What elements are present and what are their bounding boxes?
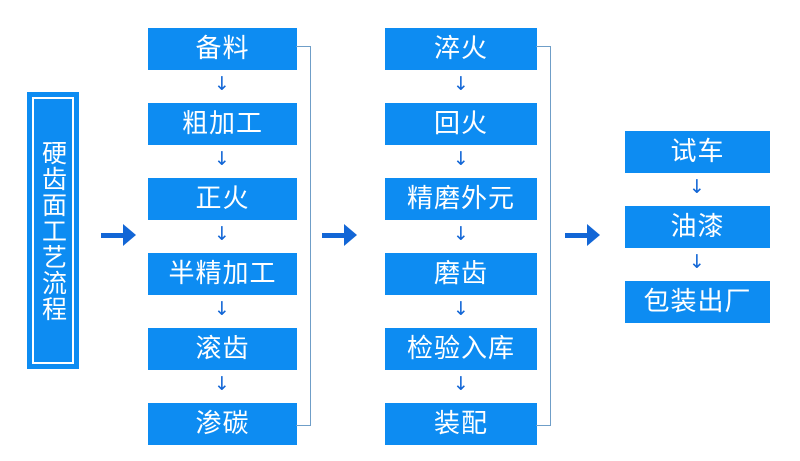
stage-arrow-1 — [101, 224, 136, 246]
arrow-head-icon — [123, 224, 136, 246]
process-title-plaque: 硬齿面工艺流程 — [27, 92, 79, 369]
stage-arrow-3 — [565, 224, 600, 246]
process-box[interactable]: 半精加工 — [148, 253, 297, 295]
arrow-shaft — [565, 232, 587, 238]
down-arrow-icon: ↓ — [689, 176, 705, 198]
down-arrow-icon: ↓ — [453, 148, 469, 170]
process-box[interactable]: 装配 — [385, 403, 537, 445]
plaque-title-text: 硬齿面工艺流程 — [38, 139, 68, 322]
process-box[interactable]: 回火 — [385, 103, 537, 145]
process-box[interactable]: 精磨外元 — [385, 178, 537, 220]
process-box[interactable]: 正火 — [148, 178, 297, 220]
column-2-return-bracket — [536, 46, 551, 426]
arrow-head-icon — [344, 224, 357, 246]
process-box[interactable]: 渗碳 — [148, 403, 297, 445]
process-box[interactable]: 包装出厂 — [625, 281, 770, 323]
down-arrow-icon: ↓ — [453, 298, 469, 320]
down-arrow-icon: ↓ — [214, 148, 230, 170]
down-arrow-icon: ↓ — [214, 298, 230, 320]
process-box[interactable]: 粗加工 — [148, 103, 297, 145]
process-box[interactable]: 试车 — [625, 131, 770, 173]
process-box[interactable]: 滚齿 — [148, 328, 297, 370]
process-box[interactable]: 备料 — [148, 28, 297, 70]
process-box[interactable]: 油漆 — [625, 206, 770, 248]
down-arrow-icon: ↓ — [453, 223, 469, 245]
process-box[interactable]: 淬火 — [385, 28, 537, 70]
arrow-shaft — [322, 232, 344, 238]
down-arrow-icon: ↓ — [214, 73, 230, 95]
arrow-head-icon — [587, 224, 600, 246]
column-1-return-bracket — [296, 46, 311, 426]
process-box[interactable]: 检验入库 — [385, 328, 537, 370]
down-arrow-icon: ↓ — [689, 251, 705, 273]
down-arrow-icon: ↓ — [453, 73, 469, 95]
down-arrow-icon: ↓ — [214, 373, 230, 395]
arrow-shaft — [101, 232, 123, 238]
down-arrow-icon: ↓ — [453, 373, 469, 395]
plaque-inner-frame: 硬齿面工艺流程 — [32, 97, 74, 364]
down-arrow-icon: ↓ — [214, 223, 230, 245]
process-box[interactable]: 磨齿 — [385, 253, 537, 295]
stage-arrow-2 — [322, 224, 357, 246]
